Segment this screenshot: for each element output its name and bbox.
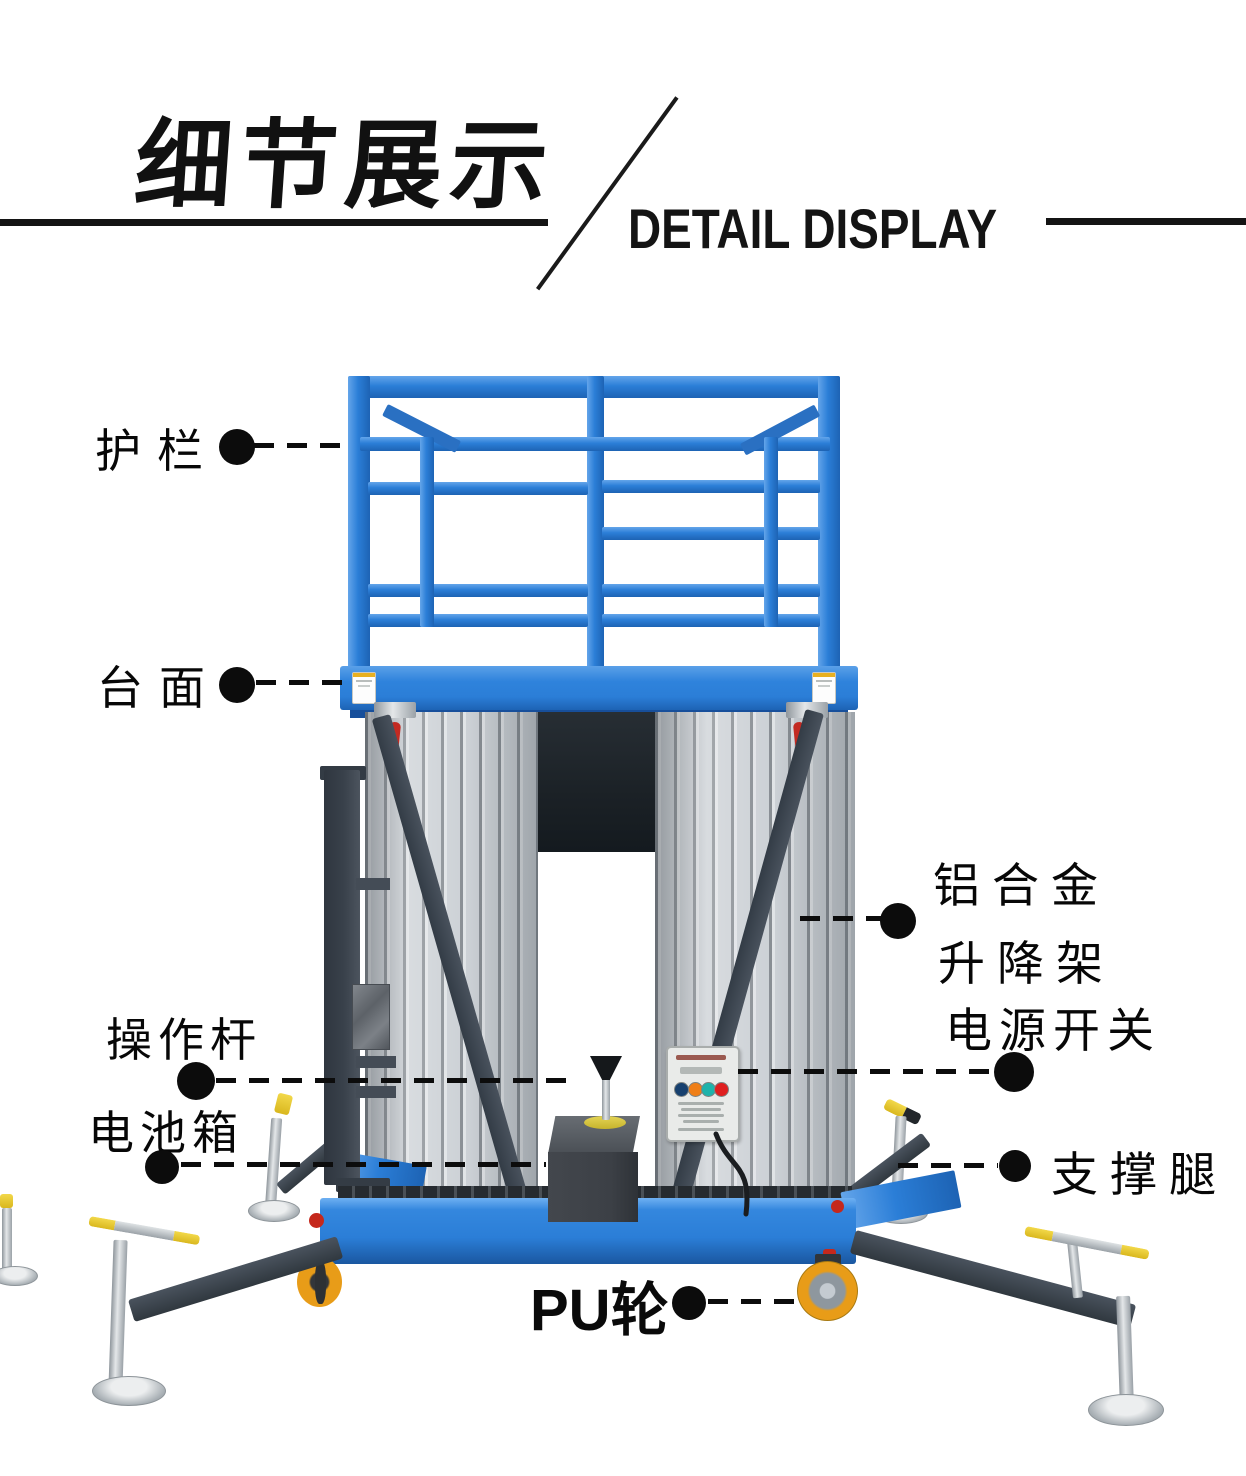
- label-pu-wheel: PU轮: [530, 1278, 669, 1343]
- callout-line-battery-box: [181, 1162, 546, 1167]
- panel-cable: [713, 1131, 750, 1217]
- callout-dot-battery-box: [145, 1150, 179, 1184]
- label-lift-frame-line1: 铝合金: [933, 861, 1110, 913]
- title-underline: [0, 219, 548, 226]
- callout-line-pu-wheel: [708, 1299, 802, 1304]
- warning-sticker: [812, 672, 836, 704]
- callout-dot-support-leg: [999, 1150, 1031, 1182]
- callout-line-power-switch: [738, 1069, 996, 1074]
- center-panel: [538, 712, 655, 852]
- callout-dot-guardrail: [219, 429, 255, 465]
- subtitle-rule: [1046, 218, 1246, 225]
- label-platform: 台面: [97, 663, 221, 714]
- label-power-switch: 电源开关: [945, 1006, 1161, 1058]
- callout-line-support-leg: [898, 1163, 998, 1168]
- callout-line-guardrail: [254, 443, 350, 448]
- label-lift-frame-line2: 升降架: [938, 939, 1115, 991]
- callout-line-lift-frame: [800, 916, 882, 921]
- section-title: 细节展示: [131, 111, 560, 220]
- callout-line-control-lever: [216, 1078, 572, 1083]
- panel-button-red: [714, 1082, 729, 1097]
- label-guardrail: 护栏: [95, 426, 219, 477]
- callout-dot-lift-frame: [880, 903, 916, 939]
- section-subtitle: DETAIL DISPLAY: [628, 197, 998, 260]
- warning-sticker: [352, 672, 376, 704]
- panel-button-blue: [674, 1082, 689, 1097]
- callout-dot-platform: [219, 667, 255, 703]
- callout-dot-power-switch: [994, 1052, 1034, 1092]
- label-support-leg: 支撑腿: [1051, 1150, 1228, 1202]
- callout-dot-control-lever: [177, 1062, 215, 1100]
- label-control-lever: 操作杆: [106, 1015, 262, 1066]
- callout-line-platform: [256, 680, 352, 685]
- callout-dot-pu-wheel: [672, 1286, 706, 1320]
